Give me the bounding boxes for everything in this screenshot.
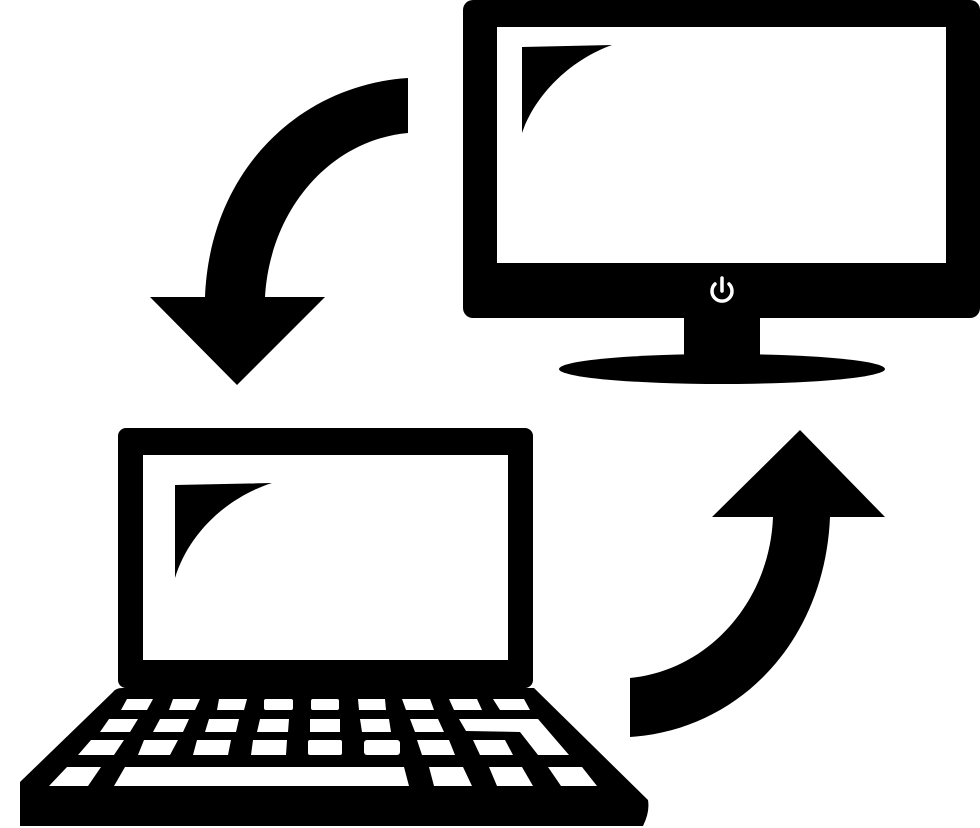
key [493, 699, 530, 710]
key [310, 719, 340, 732]
key [358, 699, 386, 710]
key [49, 767, 101, 786]
key [489, 767, 533, 786]
monitor-icon [463, 0, 980, 384]
keyboard [49, 699, 597, 786]
key [193, 740, 231, 755]
key [360, 719, 391, 732]
monitor-stand-neck [684, 316, 760, 358]
key [205, 719, 239, 732]
power-icon [710, 276, 734, 303]
key [138, 740, 178, 755]
key [251, 740, 287, 755]
key [121, 699, 153, 710]
key [410, 719, 444, 732]
key [473, 740, 513, 755]
key [417, 740, 455, 755]
enter-key [459, 719, 569, 755]
sync-arrow-up-icon [630, 430, 885, 737]
key [364, 740, 400, 755]
key [78, 740, 124, 755]
key [308, 740, 342, 755]
key [429, 767, 472, 786]
spacebar-key [114, 767, 409, 786]
key [311, 699, 339, 710]
key [548, 767, 597, 786]
key [217, 699, 247, 710]
monitor-screen-glare [522, 45, 612, 133]
key [169, 699, 200, 710]
key [402, 699, 434, 710]
sync-arrow-down-icon [150, 78, 408, 385]
key [449, 699, 482, 710]
laptop-screen-glare [175, 483, 272, 578]
key [264, 699, 293, 710]
monitor-stand-base [559, 354, 885, 384]
laptop-icon [20, 428, 649, 826]
key [100, 719, 138, 732]
key [153, 719, 189, 732]
key [257, 719, 289, 732]
